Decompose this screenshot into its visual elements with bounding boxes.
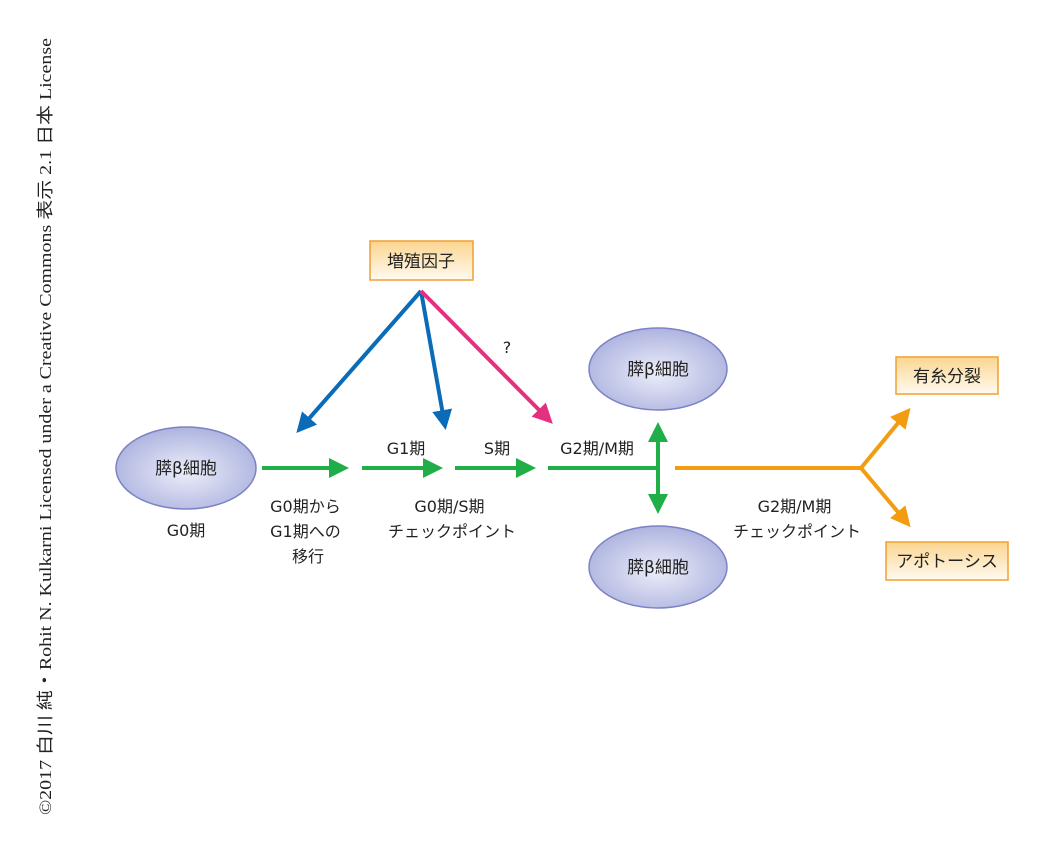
- arrow-to-g2m: [419, 289, 553, 424]
- g0s-checkpoint-label: G0期/S期 チェックポイント: [388, 497, 516, 541]
- beta-cell-upper: [588, 327, 728, 411]
- mitosis-box: 有糸分裂: [895, 356, 999, 395]
- g2m-phase-label: G2期/M期: [560, 439, 634, 458]
- beta-cell-g0: [115, 426, 257, 510]
- growth-factor-box: 増殖因子: [369, 240, 474, 281]
- arrow-to-g0-g1-transition: [296, 289, 423, 434]
- beta-cell-lower: [588, 525, 728, 609]
- apoptosis-box: アポトーシス: [885, 541, 1009, 581]
- mitosis-label: 有糸分裂: [913, 367, 981, 387]
- apoptosis-label: アポトーシス: [896, 552, 998, 572]
- beta-cell-g0-label: 膵β細胞: [155, 459, 217, 479]
- beta-cell-upper-label: 膵β細胞: [627, 360, 689, 380]
- beta-cell-lower-label: 膵β細胞: [627, 558, 689, 578]
- arrow-to-apoptosis: [859, 466, 911, 528]
- growth-factor-label: 増殖因子: [387, 252, 455, 272]
- s-phase-label: S期: [484, 439, 510, 458]
- arrow-to-mitosis: [859, 407, 911, 470]
- copyright-notice: ©2017 白川 純・Rohit N. Kulkarni Licensed un…: [36, 38, 55, 815]
- question-mark: ?: [503, 338, 512, 357]
- arrow-to-g1: [419, 290, 453, 430]
- g2m-checkpoint-label: G2期/M期 チェックポイント: [733, 497, 861, 541]
- g1-phase-label: G1期: [387, 439, 426, 458]
- g0-phase-label: G0期: [167, 521, 206, 540]
- g0-to-g1-transition-label: G0期から G1期への 移行: [270, 497, 346, 566]
